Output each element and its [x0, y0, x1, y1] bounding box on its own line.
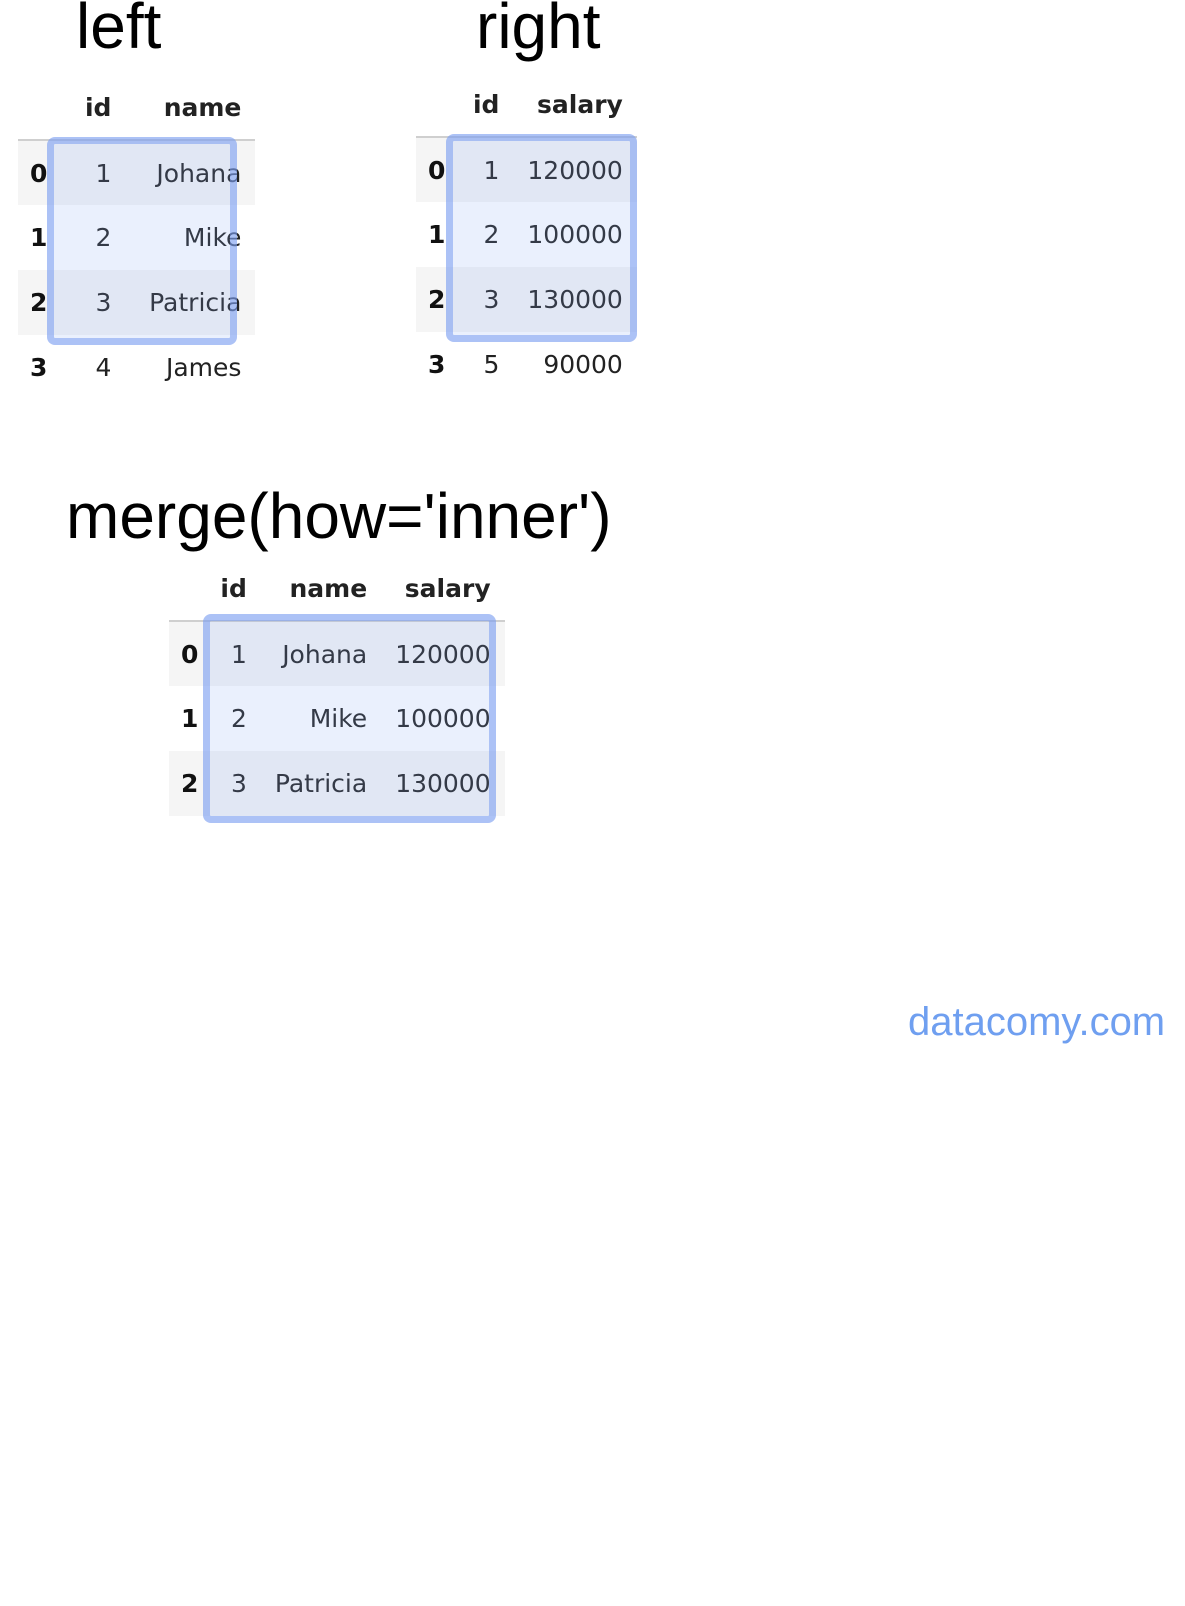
cell-salary: 100000 [513, 202, 637, 267]
right-header-salary: salary [513, 72, 637, 138]
cell-name: Patricia [260, 751, 382, 816]
merged-header-index [169, 556, 207, 622]
merged-dataframe: id name salary 0 1 Johana 120000 1 2 Mik… [169, 556, 505, 816]
row-index: 2 [416, 267, 454, 332]
cell-id: 2 [206, 686, 261, 751]
merged-header-salary: salary [381, 556, 505, 622]
cell-id: 2 [453, 202, 514, 267]
cell-id: 1 [55, 140, 126, 205]
left-header-row: id name [18, 75, 256, 141]
table-row: 0 1 Johana [18, 140, 256, 205]
watermark-text: datacomy.com [908, 1000, 1166, 1044]
right-header-index [416, 72, 454, 138]
table-row: 1 2 100000 [416, 202, 637, 267]
left-header-name: name [125, 75, 256, 141]
cell-salary: 100000 [381, 686, 505, 751]
row-index: 1 [18, 205, 56, 270]
cell-salary: 90000 [513, 332, 637, 397]
left-header-id: id [55, 75, 126, 141]
table-row: 1 2 Mike 100000 [169, 686, 505, 751]
cell-id: 3 [453, 267, 514, 332]
right-header-id: id [453, 72, 514, 138]
right-title: right [476, 0, 601, 62]
table-row: 1 2 Mike [18, 205, 256, 270]
cell-salary: 120000 [513, 137, 637, 202]
cell-id: 5 [453, 332, 514, 397]
merged-header-id: id [206, 556, 261, 622]
cell-name: Mike [260, 686, 382, 751]
table-row: 3 4 James [18, 335, 256, 400]
row-index: 0 [169, 621, 207, 686]
cell-name: Patricia [125, 270, 256, 335]
row-index: 2 [169, 751, 207, 816]
left-header-index [18, 75, 56, 141]
left-dataframe: id name 0 1 Johana 1 2 Mike 2 3 Patricia… [18, 75, 256, 400]
cell-name: Johana [260, 621, 382, 686]
cell-name: James [125, 335, 256, 400]
cell-id: 1 [453, 137, 514, 202]
row-index: 1 [169, 686, 207, 751]
cell-salary: 120000 [381, 621, 505, 686]
table-row: 0 1 120000 [416, 137, 637, 202]
merged-header-name: name [260, 556, 382, 622]
row-index: 3 [18, 335, 56, 400]
cell-id: 4 [55, 335, 126, 400]
right-dataframe: id salary 0 1 120000 1 2 100000 2 3 1300… [416, 72, 637, 397]
merge-title: merge(how='inner') [66, 480, 612, 552]
cell-name: Johana [125, 140, 256, 205]
table-row: 0 1 Johana 120000 [169, 621, 505, 686]
cell-id: 3 [55, 270, 126, 335]
cell-id: 1 [206, 621, 261, 686]
cell-salary: 130000 [381, 751, 505, 816]
row-index: 0 [416, 137, 454, 202]
row-index: 3 [416, 332, 454, 397]
cell-id: 2 [55, 205, 126, 270]
row-index: 0 [18, 140, 56, 205]
row-index: 1 [416, 202, 454, 267]
row-index: 2 [18, 270, 56, 335]
table-row: 2 3 Patricia 130000 [169, 751, 505, 816]
cell-id: 3 [206, 751, 261, 816]
merged-header-row: id name salary [169, 556, 505, 622]
right-header-row: id salary [416, 72, 637, 138]
cell-salary: 130000 [513, 267, 637, 332]
left-title: left [76, 0, 162, 62]
table-row: 3 5 90000 [416, 332, 637, 397]
cell-name: Mike [125, 205, 256, 270]
table-row: 2 3 130000 [416, 267, 637, 332]
table-row: 2 3 Patricia [18, 270, 256, 335]
